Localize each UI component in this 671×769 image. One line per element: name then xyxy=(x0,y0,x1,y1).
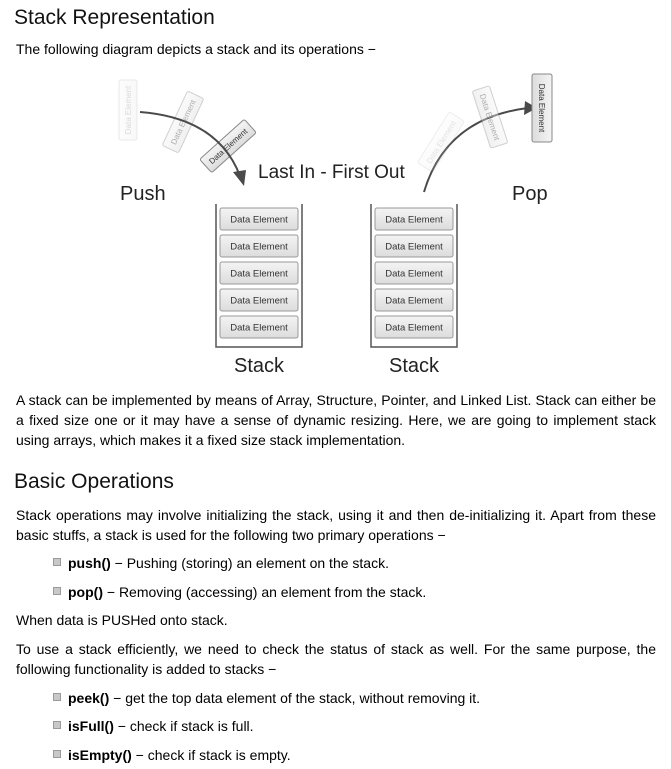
stack-left-label: Stack xyxy=(234,355,285,377)
stack-left-element-label: Data Element xyxy=(230,296,288,307)
stack-left-element xyxy=(219,234,299,258)
stack-right-element xyxy=(374,315,454,339)
stack-right-element-label: Data Element xyxy=(385,296,443,307)
push-element-faded-1-label: Data Element xyxy=(124,85,133,134)
stack-left-container xyxy=(215,204,303,348)
func-description: − check if stack is empty. xyxy=(131,747,291,763)
pop-element-active: Data Element xyxy=(531,73,553,143)
op-keyword: pop() xyxy=(68,584,103,600)
list-item-isempty: isEmpty() − check if stack is empty. xyxy=(53,746,653,764)
op-keyword: push() xyxy=(68,555,111,571)
section-heading-stack-representation: Stack Representation xyxy=(14,6,215,29)
push-label: Push xyxy=(120,183,166,205)
section-heading-basic-operations: Basic Operations xyxy=(14,470,174,493)
stack-left-element-label: Data Element xyxy=(230,269,288,280)
push-element-faded-2: Data Element xyxy=(162,91,204,153)
bullet-icon xyxy=(53,693,61,701)
stack-left-element-label: Data Element xyxy=(230,323,288,334)
push-arrow xyxy=(139,111,241,177)
op-description: − Removing (accessing) an element from t… xyxy=(102,584,427,600)
stack-right-label: Stack xyxy=(389,355,440,377)
stack-right-element xyxy=(374,207,454,231)
pop-element-active-label: Data Element xyxy=(537,84,546,133)
bullet-icon xyxy=(53,721,61,729)
implementation-paragraph: A stack can be implemented by means of A… xyxy=(16,392,656,448)
list-item-push: push() − Pushing (storing) an element on… xyxy=(53,554,653,572)
stack-right-element xyxy=(374,261,454,285)
list-item-peek: peek() − get the top data element of the… xyxy=(53,689,653,707)
stack-right-container xyxy=(370,204,458,348)
func-description: − get the top data element of the stack,… xyxy=(109,690,481,706)
bullet-icon xyxy=(53,558,61,566)
push-element-active: Data Element xyxy=(200,119,256,173)
func-keyword: peek() xyxy=(68,690,110,706)
bullet-icon xyxy=(53,750,61,758)
bullet-icon xyxy=(53,587,61,595)
stack-left-element xyxy=(219,261,299,285)
stack-right-element-label: Data Element xyxy=(385,269,443,280)
push-element-faded-1: Data Element xyxy=(118,79,138,141)
stack-left-element-label: Data Element xyxy=(230,215,288,226)
stack-left-element xyxy=(219,207,299,231)
func-keyword: isFull() xyxy=(68,718,114,734)
pop-element-faded-1: Data Element xyxy=(417,112,465,172)
push-arrow-head xyxy=(233,170,246,186)
pop-element-faded-2: Data Element xyxy=(472,85,508,149)
lifo-label: Last In - First Out xyxy=(258,162,405,183)
list-item-pop: pop() − Removing (accessing) an element … xyxy=(53,583,653,601)
op-description: − Pushing (storing) an element on the st… xyxy=(110,555,389,571)
stack-right-element xyxy=(374,234,454,258)
stack-left-element-label: Data Element xyxy=(230,242,288,253)
stack-diagram: Data Element Data Element Data Element P… xyxy=(118,73,553,377)
pushed-paragraph: When data is PUSHed onto stack. xyxy=(16,612,228,628)
stack-right-element-label: Data Element xyxy=(385,242,443,253)
stack-right-element-label: Data Element xyxy=(385,215,443,226)
pop-arrow xyxy=(423,107,529,193)
stack-right-element-label: Data Element xyxy=(385,323,443,334)
stack-right-element xyxy=(374,288,454,312)
pop-arrow-head xyxy=(524,101,537,115)
list-item-isfull: isFull() − check if stack is full. xyxy=(53,717,653,735)
pop-label: Pop xyxy=(512,183,548,205)
intro-paragraph: The following diagram depicts a stack an… xyxy=(16,41,376,57)
efficiency-paragraph: To use a stack efficiently, we need to c… xyxy=(16,641,656,677)
func-description: − check if stack is full. xyxy=(113,718,254,734)
operations-paragraph: Stack operations may involve initializin… xyxy=(16,507,656,543)
stack-left-element xyxy=(219,288,299,312)
func-keyword: isEmpty() xyxy=(68,747,132,763)
stack-left-element xyxy=(219,315,299,339)
